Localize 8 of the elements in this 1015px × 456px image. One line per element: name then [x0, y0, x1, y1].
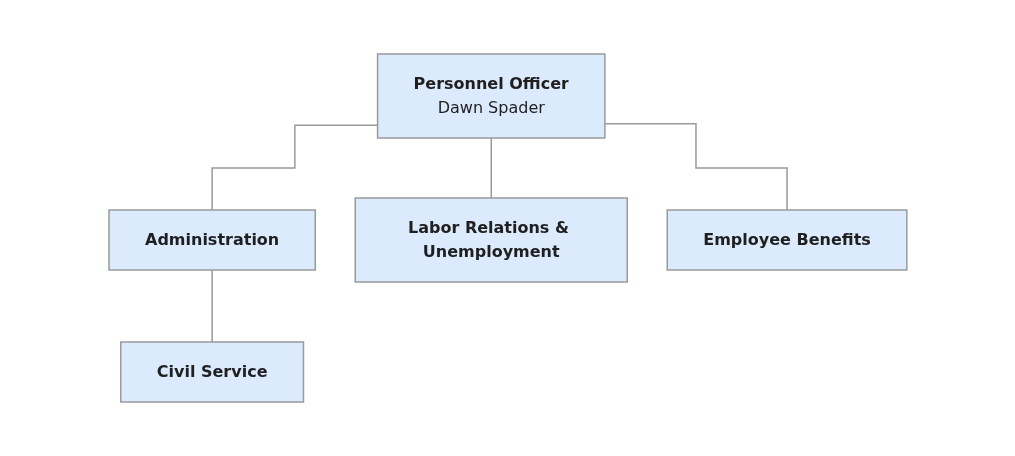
node-box: Administration [107, 209, 316, 271]
connector [210, 269, 213, 343]
connector [490, 137, 492, 199]
node-box: Employee Benefits [666, 209, 908, 271]
connector [210, 124, 378, 211]
node-box: Labor Relations & Unemployment [354, 197, 628, 283]
node-box: Personnel Officer Dawn Spader [376, 53, 606, 139]
node-box: Civil Service [119, 341, 304, 403]
